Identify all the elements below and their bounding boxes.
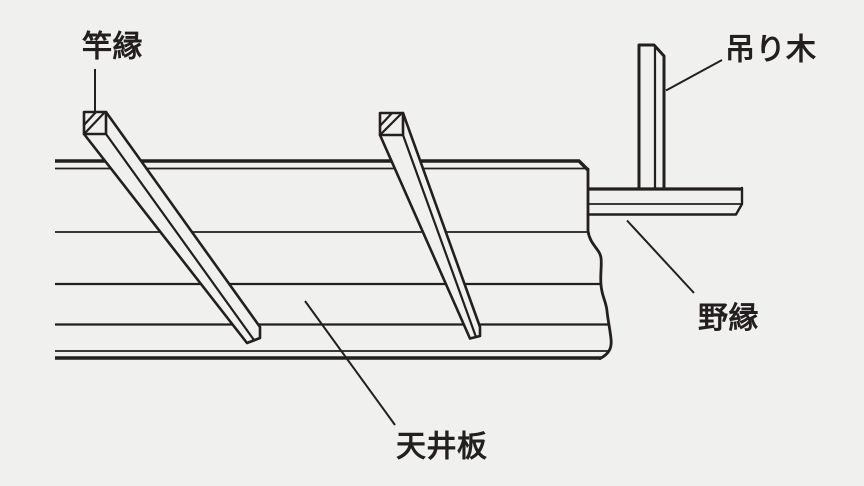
nobuchi-bar-fill bbox=[588, 187, 742, 215]
tsurigi-post-outline bbox=[637, 43, 666, 191]
ceiling-board-break-edge bbox=[586, 167, 613, 360]
saobuchi-batten-far-endgrain-hatch bbox=[82, 110, 106, 134]
nobuchi-leader-line bbox=[626, 219, 695, 294]
ceiling-board-top-edge bbox=[55, 159, 590, 172]
saobuchi-batten-near-endgrain-square bbox=[378, 111, 405, 137]
saobuchi-label: 竿縁 bbox=[82, 31, 143, 64]
saobuchi-batten-near-inner-edge bbox=[401, 133, 478, 339]
tsurigi-post bbox=[637, 43, 666, 191]
saobuchi-batten-near-endgrain-hatch bbox=[378, 111, 403, 135]
nobuchi-bar bbox=[586, 186, 744, 216]
saobuchi-batten-far bbox=[82, 110, 262, 345]
part-labels: 竿縁 吊り木 野縁 天井板 bbox=[82, 31, 817, 464]
tsurigi-post-fill bbox=[639, 45, 664, 189]
tenjoita-leader-line bbox=[304, 300, 396, 426]
tenjoita-label: 天井板 bbox=[396, 431, 488, 464]
nobuchi-bar-end-and-bottom bbox=[586, 186, 744, 216]
nobuchi-label: 野縁 bbox=[698, 302, 759, 335]
saobuchi-batten-far-inner-edge bbox=[104, 132, 256, 342]
tsurigi-label: 吊り木 bbox=[725, 34, 817, 67]
saobuchi-batten-near bbox=[378, 111, 482, 340]
saobuchi-batten-far-endgrain-square bbox=[82, 110, 108, 136]
leader-lines bbox=[94, 59, 723, 426]
tsurigi-leader-line bbox=[665, 59, 723, 92]
